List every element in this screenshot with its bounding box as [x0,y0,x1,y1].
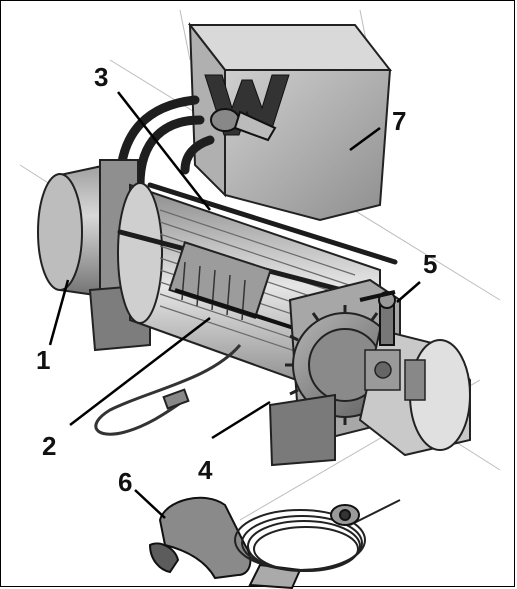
remote-control [148,496,302,589]
gear-mount-foot [268,393,336,467]
callout-1: 1 [36,345,51,375]
callout-7: 7 [392,106,407,136]
callout-4: 4 [198,455,213,485]
remote-plug-icon [330,504,360,526]
planetary-gearset [168,241,301,332]
callout-5: 5 [423,249,438,279]
leader-lines [48,91,421,519]
callout-2: 2 [42,431,57,461]
clutch-lever [359,290,396,346]
brake-mechanism [364,349,426,401]
wire-rope [94,344,242,436]
callout-3: 3 [94,62,109,92]
callout-6: 6 [118,467,133,497]
switch-knob-icon [210,108,277,142]
remote-cable [234,499,401,572]
